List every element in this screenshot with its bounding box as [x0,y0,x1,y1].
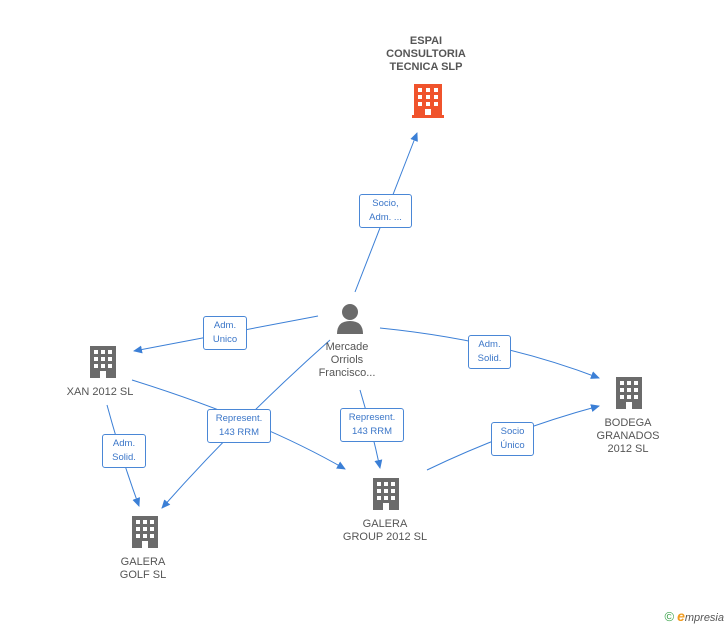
node-label-bodega[interactable]: BODEGA GRANADOS 2012 SL [596,417,660,455]
edge-label-represent-2[interactable]: Represent. 143 RRM [340,408,404,442]
edge-label-adm-unico[interactable]: Adm. Unico [203,316,247,350]
footer-brand: ©empresia [664,608,724,624]
edge-label-socio-adm[interactable]: Socio, Adm. ... [359,194,412,228]
copyright-icon: © [664,609,675,624]
person-icon [337,304,363,334]
building-icon [373,478,399,510]
node-label-galera-golf[interactable]: GALERA GOLF SL [119,556,167,581]
node-label-espai[interactable]: ESPAI CONSULTORIA TECNICA SLP [386,35,466,73]
edge-label-socio-unico[interactable]: Socio Único [491,422,534,456]
building-icon [132,516,158,548]
brand-name: mpresia [684,612,724,624]
building-icon [412,84,444,118]
edge-label-adm-solid-xan[interactable]: Adm. Solid. [102,434,146,468]
building-icon [616,377,642,409]
brand-logo-initial: e [677,608,685,624]
node-label-xan[interactable]: XAN 2012 SL [66,386,134,398]
edge-label-adm-solid-bodega[interactable]: Adm. Solid. [468,335,511,369]
node-label-mercade[interactable]: Mercade Orriols Francisco... [318,341,376,379]
building-icon [90,346,116,378]
edge-label-represent-1[interactable]: Represent. 143 RRM [207,409,271,443]
node-label-galera-group[interactable]: GALERA GROUP 2012 SL [342,518,428,543]
